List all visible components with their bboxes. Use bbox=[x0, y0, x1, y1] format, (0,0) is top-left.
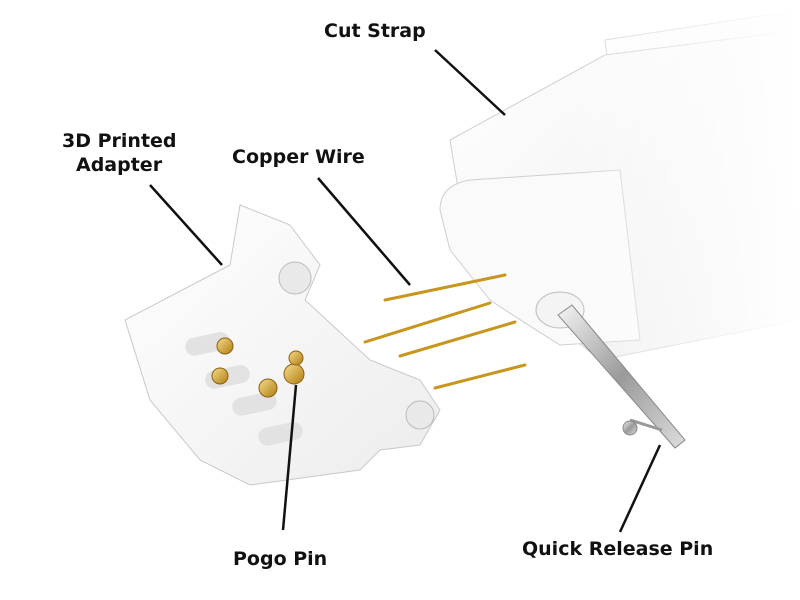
leader-copper-wire bbox=[317, 177, 411, 286]
leader-cut-strap bbox=[434, 49, 506, 116]
leader-quick-release-pin bbox=[618, 444, 662, 533]
label-adapter-line2: Adapter bbox=[76, 154, 163, 176]
leader-adapter bbox=[149, 184, 223, 266]
3d-printed-adapter bbox=[124, 204, 441, 486]
label-copper-wire: Copper Wire bbox=[232, 146, 365, 168]
leader-pogo-pin bbox=[281, 384, 298, 531]
label-quick-release-pin: Quick Release Pin bbox=[522, 538, 714, 560]
label-adapter-line1: 3D Printed bbox=[62, 130, 177, 152]
copper-wires bbox=[363, 273, 527, 390]
quick-release-pin bbox=[557, 304, 686, 449]
label-cut-strap: Cut Strap bbox=[324, 20, 426, 42]
label-pogo-pin: Pogo Pin bbox=[233, 548, 328, 570]
